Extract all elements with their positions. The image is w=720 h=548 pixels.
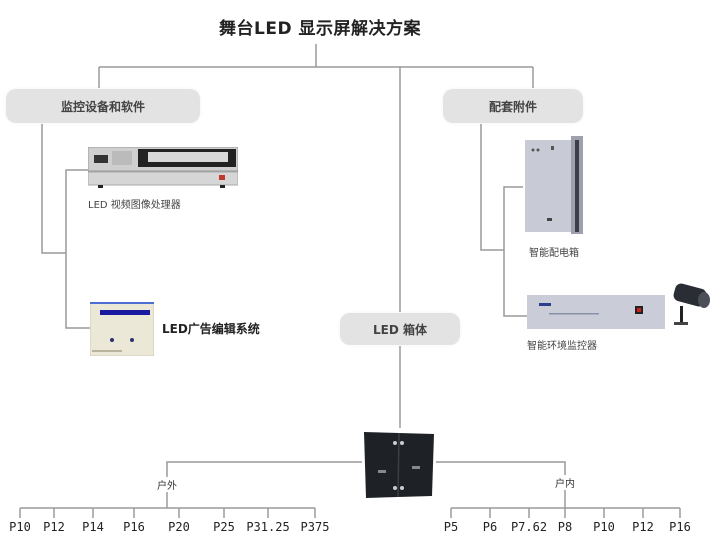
outdoor-pitch-label: P31.25 [246, 520, 290, 534]
page-title: 舞台LED 显示屏解决方案 [219, 19, 421, 39]
software-label: LED广告编辑系统 [162, 322, 260, 336]
security-camera-icon [666, 282, 714, 332]
power-distribution-box-icon [523, 136, 587, 236]
outdoor-label: 户外 [155, 477, 179, 492]
monitoring-items-branch [65, 169, 90, 329]
outdoor-pitch-label: P12 [43, 520, 65, 534]
indoor-pitch-label: P6 [482, 520, 498, 534]
outdoor-pitch-label: P14 [82, 520, 104, 534]
outdoor-pitch-label: P10 [9, 520, 31, 534]
indoor-pitch-label: P7.62 [510, 520, 548, 534]
environment-monitor-label: 智能环境监控器 [527, 341, 597, 352]
software-window-icon [89, 301, 155, 357]
outdoor-pitch-label: P25 [213, 520, 235, 534]
outdoor-connector [166, 461, 362, 478]
accessories-branch-label: 配套附件 [488, 99, 537, 114]
monitoring-trunk [41, 124, 66, 254]
cabinet-branch-label: LED 箱体 [373, 322, 427, 337]
outdoor-pitch-label: P16 [123, 520, 145, 534]
indoor-pitch-label: P16 [669, 520, 691, 534]
indoor-connector [436, 461, 566, 476]
indoor-label: 户内 [553, 475, 577, 490]
indoor-pitch-label: P12 [632, 520, 654, 534]
video-processor-icon [87, 146, 239, 189]
video-processor-label: LED 视频图像处理器 [88, 200, 181, 211]
monitoring-branch-node: 监控设备和软件 [6, 89, 200, 123]
accessories-items-branch [503, 186, 528, 317]
indoor-pitch-label: P10 [593, 520, 615, 534]
indoor-pitch-label: P8 [557, 520, 573, 534]
monitoring-branch-label: 监控设备和软件 [60, 99, 145, 114]
led-cabinet-icon [362, 428, 436, 500]
power-box-label: 智能配电箱 [529, 248, 579, 259]
cabinet-branch-node: LED 箱体 [340, 313, 460, 345]
indoor-pitch-label: P5 [443, 520, 459, 534]
accessories-trunk [480, 124, 504, 251]
environment-monitor-icon [527, 295, 665, 329]
outdoor-pitch-label: P20 [168, 520, 190, 534]
outdoor-pitch-label: P375 [300, 520, 330, 534]
accessories-branch-node: 配套附件 [443, 89, 583, 123]
